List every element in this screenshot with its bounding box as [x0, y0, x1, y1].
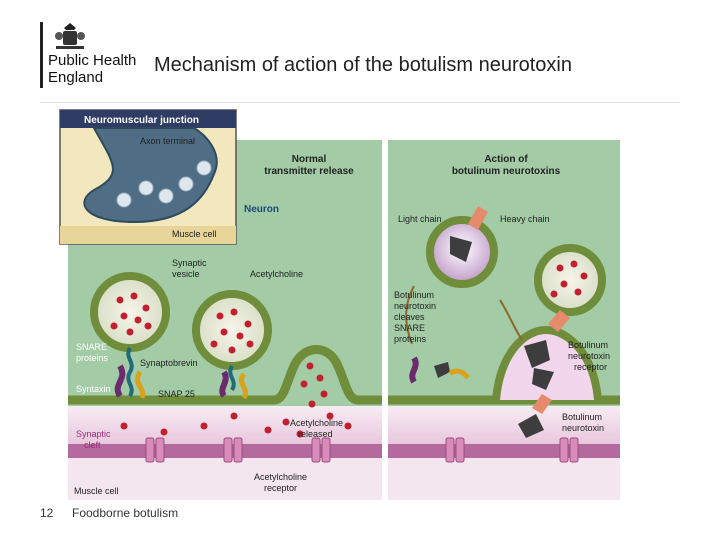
snare-label-2: proteins	[76, 353, 109, 363]
neuron-label: Neuron	[244, 204, 279, 215]
synaptic-vesicle-2	[192, 290, 272, 370]
inset-muscle-cell	[60, 226, 236, 244]
muscle-membrane-right	[388, 444, 620, 458]
page-number: 12	[40, 506, 54, 520]
synaptic-cleft-right	[388, 406, 620, 446]
synaptic-vesicle-1	[90, 272, 170, 352]
endocytosed-toxin-vesicle	[426, 206, 498, 288]
org-name-line2: England	[48, 69, 104, 86]
cleaved-snare-fragments	[409, 356, 471, 384]
release-arrow	[499, 299, 523, 341]
footer-text: Foodborne botulism	[72, 506, 179, 520]
header-rule	[40, 102, 680, 103]
botulism-mechanism-figure: Neuromuscular junction Axon terminal Neu…	[54, 104, 628, 508]
bont-label-1: Botulinum	[562, 412, 602, 422]
cleft-label-1: Synaptic	[76, 429, 111, 439]
royal-crest-icon	[55, 23, 85, 49]
normal-title-line1: Normal	[292, 154, 327, 165]
acetylcholine-receptors-left	[145, 437, 331, 463]
snare-proteins-left	[114, 346, 248, 400]
ach-released-label-1: Acetylcholine	[290, 418, 343, 428]
synaptic-vesicle-label-1: Synaptic	[172, 258, 207, 268]
synaptic-vesicle-label-2: vesicle	[172, 269, 200, 279]
bont-receptor-label-1: Botulinum	[568, 340, 608, 350]
acetylcholine-receptors-right	[445, 437, 579, 463]
action-title-line1: Action of	[484, 154, 528, 165]
presynaptic-membrane-left	[68, 345, 382, 405]
cleaves-label-5: proteins	[394, 334, 427, 344]
vesicle-with-acetylcholine-right	[534, 244, 606, 316]
toxin-binding-membrane	[492, 310, 602, 401]
bont-receptor-label-2: neurotoxin	[568, 351, 610, 361]
muscle-cell-right	[388, 458, 620, 500]
axon-terminal-label: Axon terminal	[140, 136, 195, 146]
light-chain-label: Light chain	[398, 214, 442, 224]
cleaves-label-1: Botulinum	[394, 290, 434, 300]
bont-label-2: neurotoxin	[562, 423, 604, 433]
phe-logo: Public Health England	[40, 22, 150, 92]
normal-title-line2: transmitter release	[264, 166, 354, 177]
cleaves-label-4: SNARE	[394, 323, 425, 333]
endocytosis-arrow	[405, 285, 415, 345]
cleft-label-2: cleft	[84, 440, 101, 450]
inset-title: Neuromuscular junction	[84, 115, 199, 126]
logo-divider-bar	[40, 22, 43, 88]
heavy-chain-label: Heavy chain	[500, 214, 550, 224]
syntaxin-label: Syntaxin	[76, 384, 111, 394]
org-name: Public Health England	[48, 52, 136, 86]
ach-receptor-label-1: Acetylcholine	[254, 472, 307, 482]
synaptobrevin-label: Synaptobrevin	[140, 358, 198, 368]
released-acetylcholine	[120, 362, 352, 438]
acetylcholine-label: Acetylcholine	[250, 269, 303, 279]
bont-receptor-label-3: receptor	[574, 362, 607, 372]
org-name-line1: Public Health	[48, 52, 137, 69]
action-title-line2: botulinum neurotoxins	[452, 166, 561, 177]
cleaves-label-2: neurotoxin	[394, 301, 436, 311]
snap25-label: SNAP 25	[158, 389, 195, 399]
ach-released-label-2: released	[298, 429, 333, 439]
free-botulinum-neurotoxin	[518, 394, 552, 438]
muscle-cell-left	[68, 458, 382, 500]
ach-receptor-label-2: receptor	[264, 483, 297, 493]
muscle-cell-label: Muscle cell	[74, 486, 119, 496]
nmj-inset	[59, 109, 237, 245]
inset-muscle-label: Muscle cell	[172, 229, 217, 239]
snare-label-1: SNARE	[76, 342, 107, 352]
cleaves-label-3: cleaves	[394, 312, 425, 322]
slide-title: Mechanism of action of the botulism neur…	[154, 54, 572, 76]
